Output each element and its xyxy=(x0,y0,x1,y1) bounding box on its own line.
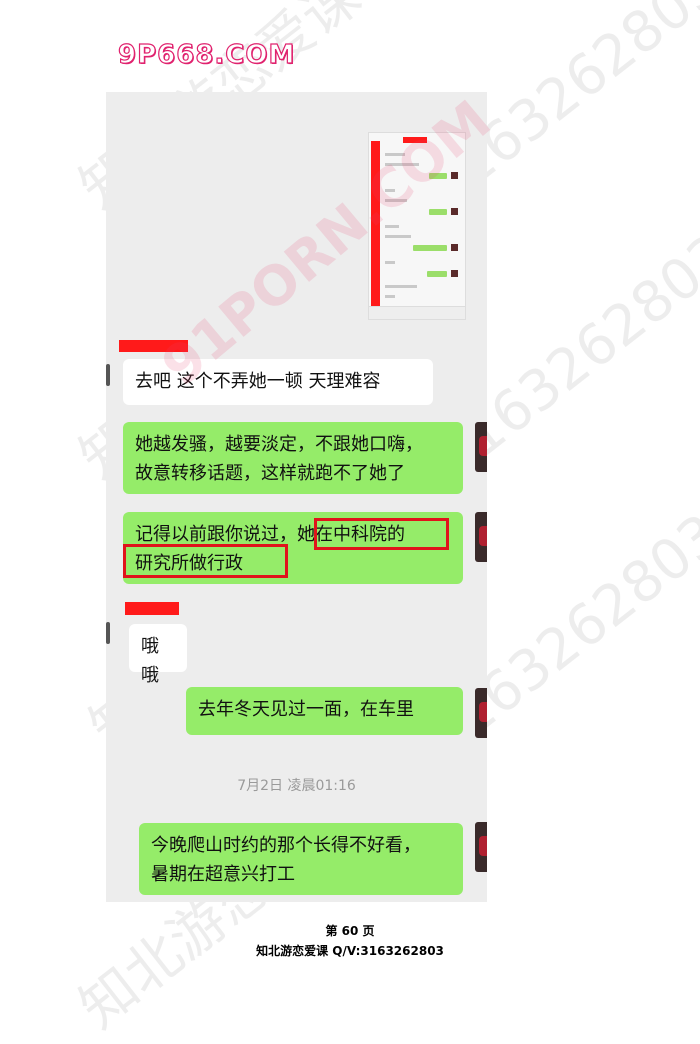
course-contact: 知北游恋爱课 Q/V:3163262803 xyxy=(256,944,444,958)
avatar xyxy=(475,688,487,738)
embedded-screenshot xyxy=(368,132,466,320)
message-line: 故意转移话题，这样就跑不了她了 xyxy=(135,463,405,484)
message-bubble: 哦哦 xyxy=(129,624,187,686)
highlight-box xyxy=(123,544,288,578)
avatar xyxy=(475,822,487,872)
site-logo: 9P668.COM xyxy=(117,39,296,70)
highlight-box xyxy=(314,518,449,550)
message-bubble: 去吧 这个不弄她一顿 天理难容 xyxy=(123,359,433,405)
message-line: 她越发骚，越要淡定，不跟她口嗨， xyxy=(135,434,423,455)
redacted-sender-name xyxy=(125,602,179,615)
message-bubble: 去年冬天见过一面，在车里 xyxy=(186,687,463,735)
message-bubble: 今晚爬山时约的那个长得不好看， 暑期在超意兴打工 xyxy=(139,823,463,895)
input-bar xyxy=(369,306,465,319)
message-line: 今晚爬山时约的那个长得不好看， xyxy=(151,835,421,856)
message-line: 暑期在超意兴打工 xyxy=(151,864,295,885)
redaction-bar xyxy=(371,141,380,306)
message-bubble: 她越发骚，越要淡定，不跟她口嗨， 故意转移话题，这样就跑不了她了 xyxy=(123,422,463,494)
top-cut-text xyxy=(106,92,487,102)
message-line: 记得以前跟你说过， xyxy=(135,524,297,545)
chat-screenshot: 去吧 这个不弄她一顿 天理难容 她越发骚，越要淡定，不跟她口嗨， 故意转移话题，… xyxy=(106,92,487,902)
avatar xyxy=(475,512,487,562)
redacted-sender-name xyxy=(119,340,188,352)
highlighted-text: 她在中科院的 xyxy=(297,524,405,545)
highlighted-text: 研究所做行政 xyxy=(135,553,243,574)
avatar xyxy=(475,422,487,472)
timestamp: 7月2日 凌晨01:16 xyxy=(237,778,356,794)
redaction-block xyxy=(403,137,427,143)
page-number: 第 60 页 xyxy=(325,924,375,938)
